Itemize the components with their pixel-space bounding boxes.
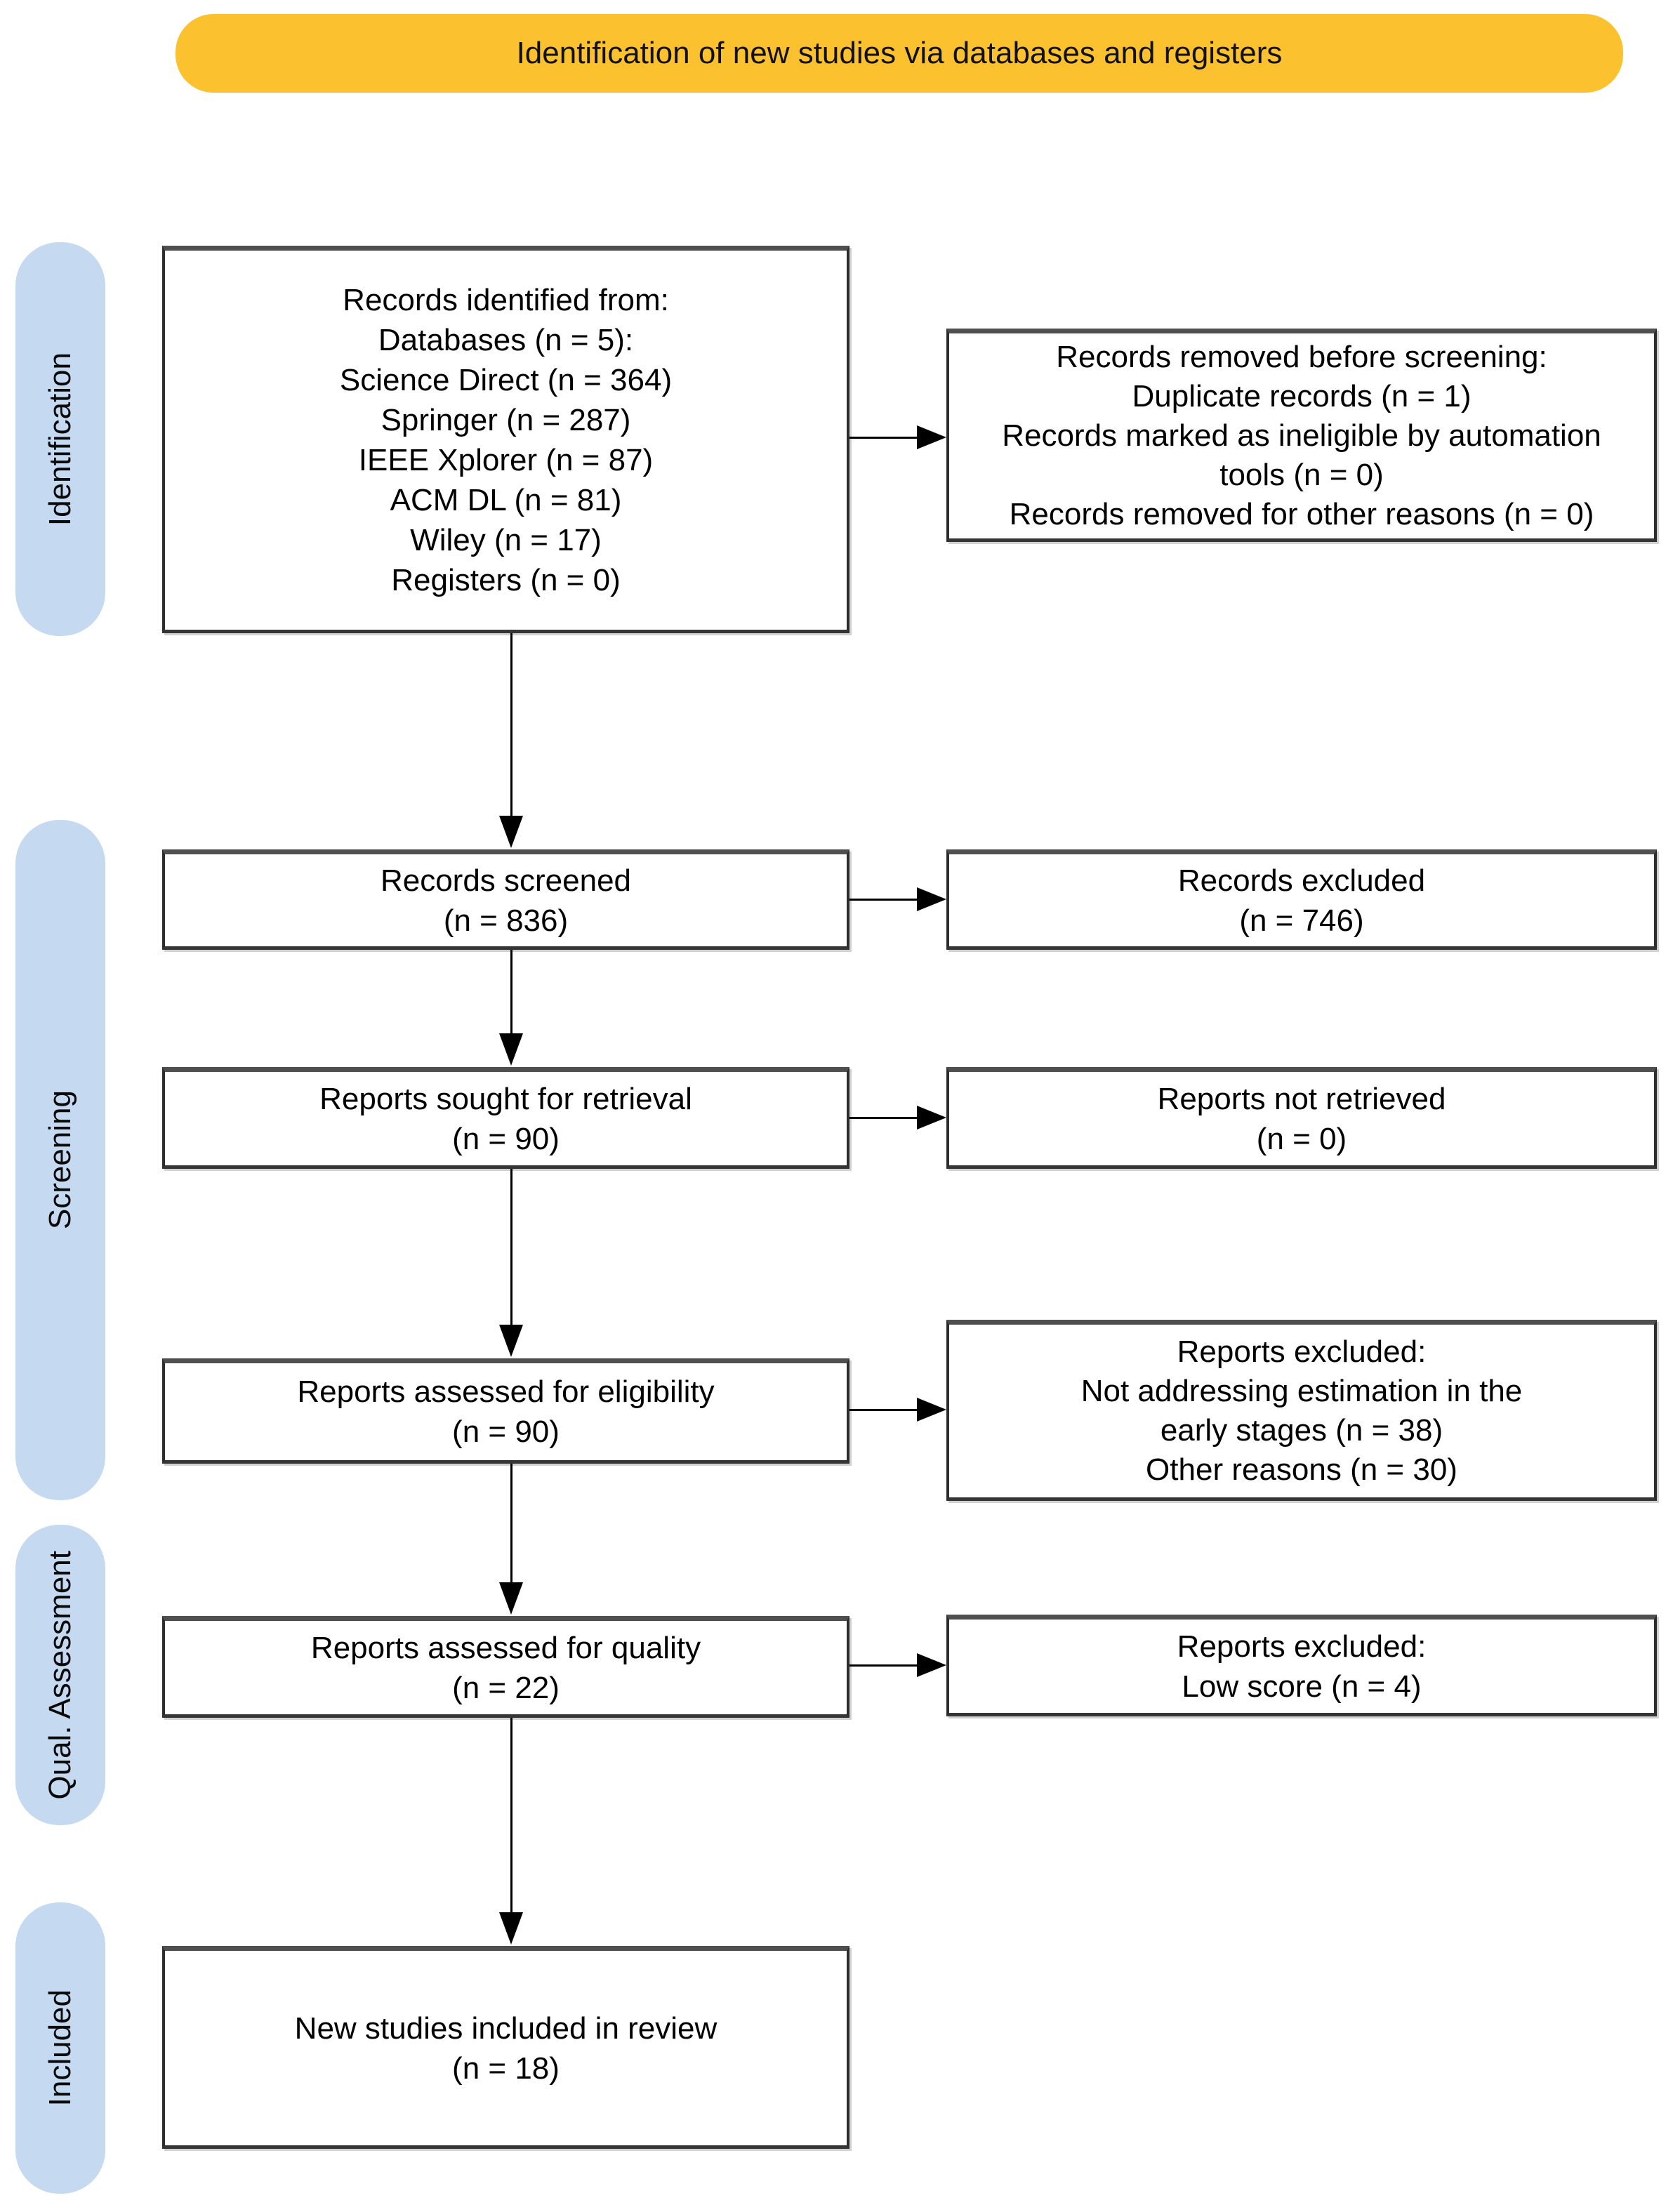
stage-label-qual-assessment: Qual. Assessment (43, 1550, 77, 1800)
box-records-excluded: Records excluded (n = 746) (946, 849, 1657, 950)
stage-bar-identification: Identification (15, 242, 105, 636)
flow-arrow-screened-to-sought-head (499, 1033, 523, 1066)
box-reports-excluded-quality: Reports excluded: Low score (n = 4) (946, 1615, 1657, 1716)
flow-arrow-quality-to-excluded-head (917, 1653, 946, 1677)
header-banner: Identification of new studies via databa… (176, 14, 1623, 93)
flow-arrow-quality-to-included-head (499, 1912, 523, 1945)
header-banner-label: Identification of new studies via databa… (516, 36, 1283, 70)
box-reports-sought: Reports sought for retrieval (n = 90) (162, 1067, 849, 1169)
box-new-studies-included: New studies included in review (n = 18) (162, 1946, 849, 2149)
flow-arrow-eligibility-to-excluded-line (849, 1409, 920, 1411)
flow-arrow-eligibility-to-excluded-head (917, 1398, 946, 1422)
flow-arrow-eligibility-to-quality-line (510, 1464, 513, 1587)
box-records-removed-before-screening: Records removed before screening: Duplic… (946, 329, 1657, 542)
flow-arrow-screened-to-excluded-head (917, 887, 946, 911)
flow-arrow-screened-to-excluded-line (849, 899, 920, 901)
flow-arrow-identified-to-screened-head (499, 816, 523, 848)
flow-arrow-screened-to-sought-line (510, 950, 513, 1039)
flow-arrow-sought-to-eligibility-line (510, 1169, 513, 1330)
stage-label-identification: Identification (43, 352, 77, 526)
stage-label-included: Included (43, 1989, 77, 2107)
box-records-identified: Records identified from: Databases (n = … (162, 246, 849, 633)
flow-arrow-sought-to-not-retrieved-head (917, 1106, 946, 1130)
stage-bar-included: Included (15, 1902, 105, 2194)
box-records-screened: Records screened (n = 836) (162, 849, 849, 950)
stage-bar-screening: Screening (15, 820, 105, 1500)
flow-arrow-identified-to-removed-head (917, 425, 946, 449)
stage-label-screening: Screening (43, 1090, 77, 1230)
flow-arrow-quality-to-included-line (510, 1718, 513, 1918)
flow-arrow-identified-to-removed-line (849, 437, 920, 439)
box-reports-quality: Reports assessed for quality (n = 22) (162, 1616, 849, 1718)
box-reports-eligibility: Reports assessed for eligibility (n = 90… (162, 1358, 849, 1464)
flow-arrow-identified-to-screened-line (510, 633, 513, 824)
flow-arrow-sought-to-eligibility-head (499, 1325, 523, 1357)
box-reports-excluded-eligibility: Reports excluded: Not addressing estimat… (946, 1320, 1657, 1501)
box-reports-not-retrieved: Reports not retrieved (n = 0) (946, 1067, 1657, 1169)
flow-arrow-quality-to-excluded-line (849, 1664, 920, 1667)
flow-arrow-eligibility-to-quality-head (499, 1582, 523, 1615)
stage-bar-qual-assessment: Qual. Assessment (15, 1525, 105, 1825)
flow-arrow-sought-to-not-retrieved-line (849, 1117, 920, 1119)
